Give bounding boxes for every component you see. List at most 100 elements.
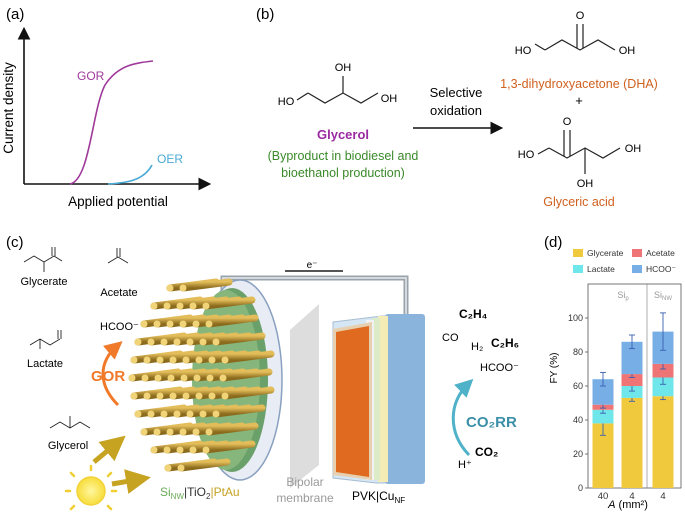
nanowire-array	[128, 278, 275, 472]
ga-o: O	[563, 116, 572, 128]
lactate-label: Lactate	[27, 358, 63, 370]
nanowire-tip	[154, 374, 162, 382]
bar-segment	[592, 379, 614, 405]
nanowire-tip	[143, 356, 151, 364]
nanowire-tip	[140, 428, 148, 436]
nanowire-tip	[189, 446, 197, 454]
formate-label: HCOO⁻	[100, 321, 139, 333]
light-arrow-2	[111, 469, 151, 494]
nanowire-tip	[189, 302, 197, 310]
nanowire-tip	[176, 302, 184, 310]
y-tick-label: 0	[578, 483, 583, 493]
nanowire	[212, 332, 266, 346]
nanowire	[177, 458, 231, 472]
nanowire-tip	[179, 320, 187, 328]
bar-segment	[621, 374, 643, 386]
photoanode-label: SiNW|TiO2|PtAu	[160, 485, 240, 501]
nanowire-tip	[221, 356, 229, 364]
nanowire	[205, 422, 259, 436]
nanowire-tip	[153, 320, 161, 328]
panel-b: (b) OH HO OH Glycerol (Byproduct in biod…	[256, 6, 658, 209]
nanowire-tip	[176, 446, 184, 454]
panel-a-ylabel: Current density	[1, 62, 16, 154]
bar-segment	[621, 397, 643, 488]
nanowire-tip	[153, 428, 161, 436]
nanowire	[179, 278, 233, 292]
glycerol-structure	[296, 76, 379, 104]
gor-curve	[69, 60, 154, 185]
nanowire	[202, 440, 256, 454]
chart-ylabel: FY (%)	[549, 353, 560, 384]
nanowire	[202, 296, 256, 310]
glycerol-oh-top: OH	[335, 62, 352, 74]
nanowire-tip	[173, 338, 181, 346]
ga-ho: HO	[518, 149, 535, 161]
photocathode-label: PVK|CuNF	[352, 489, 405, 505]
co2rr-process-label: CO₂RR	[466, 414, 517, 431]
co2-reactant-label: CO₂	[475, 445, 498, 459]
nanowire-tip	[208, 392, 216, 400]
nanowire-tip	[164, 464, 172, 472]
nanowire-tip	[143, 392, 151, 400]
nanowire-tip	[160, 338, 168, 346]
product-2-name: Glyceric acid	[543, 195, 615, 209]
gor-arrow	[101, 341, 123, 407]
nanowire-tip	[147, 410, 155, 418]
arrow-label-2: oxidation	[430, 103, 482, 118]
electron-label: e⁻	[307, 260, 318, 271]
co2rr-arrow	[451, 378, 474, 457]
nanowire-tip	[177, 464, 185, 472]
nanowire-tip	[141, 374, 149, 382]
nanowire-tip	[199, 338, 207, 346]
nanowire-tip	[219, 374, 227, 382]
nanowire	[219, 368, 273, 382]
ga-oh-right: OH	[625, 143, 642, 155]
nanowire-tip	[179, 284, 187, 292]
c2h6-label: C₂H₆	[491, 336, 519, 350]
membrane-label-1: Bipolar	[286, 475, 323, 489]
legend-swatch	[573, 249, 583, 257]
glycerol-ho-left: HO	[278, 96, 295, 108]
nanowire-tip	[169, 392, 177, 400]
nanowire-tip	[134, 338, 142, 346]
bar-segment	[621, 341, 643, 375]
formate-product-label: HCOO⁻	[480, 362, 519, 374]
gor-curve-label: GOR	[77, 69, 105, 83]
nanowire-tip	[195, 392, 203, 400]
nanowire-tip	[147, 338, 155, 346]
chart-xlabel: A (mm²)	[607, 499, 648, 511]
reactant-note-1: (Byproduct in biodiesel and	[268, 149, 419, 163]
nanowire	[221, 386, 275, 400]
panel-b-label: (b)	[256, 6, 274, 23]
nanowire-tip	[212, 338, 220, 346]
nanowire-tip	[150, 446, 158, 454]
acetate-label: Acetate	[100, 287, 137, 299]
glyceric-acid-structure	[537, 130, 621, 174]
glycerol-small-label: Glycerol	[48, 440, 88, 452]
nanowire-tip	[186, 410, 194, 418]
x-tick-label: 4	[629, 491, 634, 502]
nanowire-tip	[192, 428, 200, 436]
nanowire-tip	[212, 410, 220, 418]
acetate-structure	[107, 248, 129, 264]
nanowire-tip	[166, 320, 174, 328]
nanowire-tip	[202, 302, 210, 310]
nanowire-tip	[128, 374, 136, 382]
nanowire-tip	[206, 374, 214, 382]
legend-swatch	[573, 265, 583, 273]
bipolar-membrane	[290, 304, 319, 488]
x-tick-label: 40	[598, 491, 609, 502]
nanowire-tip	[202, 446, 210, 454]
h2-label: H₂	[471, 341, 483, 353]
nanowire-tip	[173, 410, 181, 418]
legend-swatch	[632, 249, 642, 257]
legend-swatch	[632, 265, 642, 273]
dha-structure	[534, 24, 616, 51]
bar-segment	[652, 377, 674, 397]
nanowire-tip	[208, 356, 216, 364]
nanowire-tip	[156, 392, 164, 400]
nanowire-tip	[130, 356, 138, 364]
glycerate-structure	[23, 247, 63, 272]
